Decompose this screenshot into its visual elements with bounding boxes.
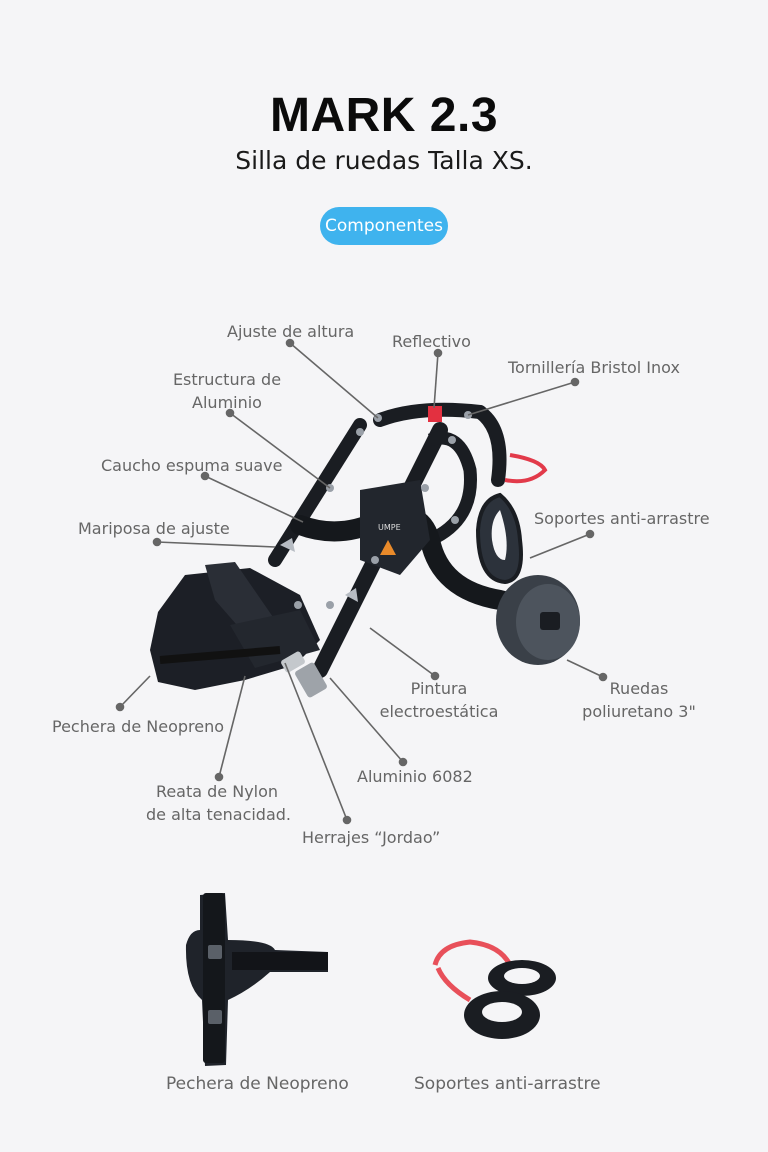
label-mariposa: Mariposa de ajuste bbox=[78, 519, 230, 538]
anti-drag-supports-image bbox=[432, 939, 556, 1039]
frame-front-vertical bbox=[268, 418, 367, 567]
label-tornilleria: Tornillería Bristol Inox bbox=[508, 358, 680, 377]
label-soportes: Soportes anti-arrastre bbox=[534, 509, 710, 528]
label-reata: Reata de Nylon de alta tenacidad. bbox=[146, 780, 292, 826]
label-estructura-line1: Estructura de bbox=[172, 370, 282, 389]
frame-side-bar bbox=[427, 431, 477, 546]
label-ruedas: Ruedas poliuretano 3" bbox=[580, 677, 698, 723]
label-caucho: Caucho espuma suave bbox=[101, 456, 283, 475]
callout-leaders bbox=[115, 338, 608, 825]
label-estructura-line2: Aluminio bbox=[192, 393, 262, 412]
caption-pechera: Pechera de Neopreno bbox=[166, 1074, 349, 1094]
badge-text: UMPE bbox=[378, 523, 401, 532]
label-pechera: Pechera de Neopreno bbox=[52, 717, 225, 736]
label-ajuste-altura: Ajuste de altura bbox=[227, 322, 355, 341]
wheelchair-illustration: UMPE bbox=[150, 402, 580, 698]
label-pintura-line2: electroestática bbox=[379, 702, 499, 721]
label-reflectivo: Reflectivo bbox=[392, 332, 471, 351]
reflective-band bbox=[428, 406, 442, 422]
label-estructura: Estructura de Aluminio bbox=[170, 368, 284, 414]
components-button[interactable]: Componentes bbox=[320, 207, 448, 245]
product-title: MARK 2.3 bbox=[269, 89, 499, 142]
frame-top-bar bbox=[373, 402, 487, 427]
product-subtitle: Silla de ruedas Talla XS. bbox=[235, 146, 533, 175]
caption-soportes: Soportes anti-arrastre bbox=[414, 1074, 601, 1094]
label-herrajes: Herrajes “Jordao” bbox=[302, 828, 441, 847]
chest-harness-image bbox=[185, 893, 328, 1066]
label-aluminio: Aluminio 6082 bbox=[357, 767, 473, 786]
frame-right-arch bbox=[473, 405, 507, 487]
label-ruedas-line1: Ruedas bbox=[609, 679, 669, 698]
label-ruedas-line2: poliuretano 3" bbox=[582, 702, 696, 721]
label-pintura-line1: Pintura bbox=[410, 679, 468, 698]
label-pintura: Pintura electroestática bbox=[375, 677, 503, 723]
label-reata-line2: de alta tenacidad. bbox=[146, 805, 292, 824]
label-reata-line1: Reata de Nylon bbox=[155, 782, 279, 801]
